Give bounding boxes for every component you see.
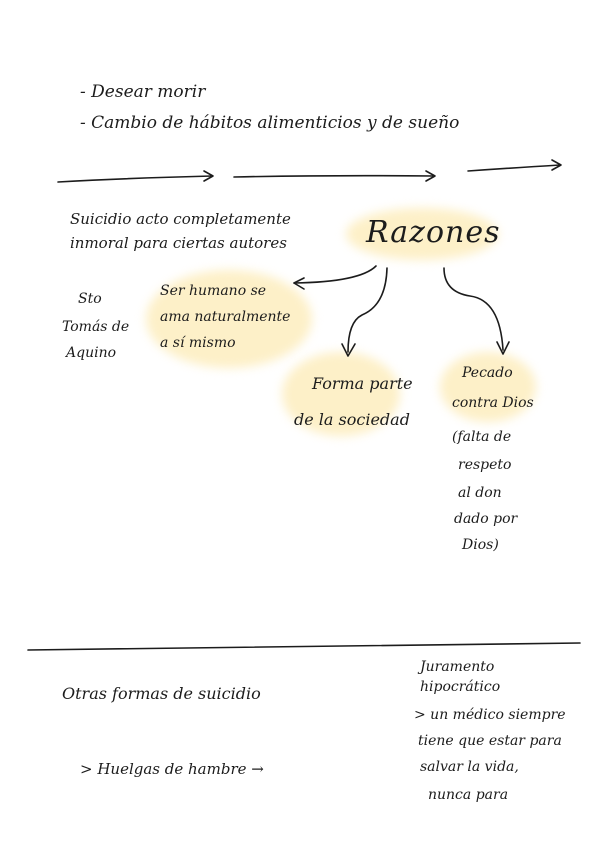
highlight-reason-1 [146, 270, 312, 368]
arrow-to-reason-1 [293, 265, 377, 284]
reason-1-line-2: ama naturalmente [160, 309, 291, 325]
juramento-line-4: nunca para [428, 787, 509, 803]
arrow-to-reason-2 [347, 267, 388, 353]
reason-3-detail-5: Dios) [462, 537, 499, 553]
juramento-title-1: Juramento [420, 659, 495, 675]
arrow-to-reason-3 [443, 267, 504, 351]
note-line-1: Suicidio acto completamente [70, 210, 291, 228]
arrow-2 [233, 174, 435, 178]
reason-1-line-1: Ser humano se [160, 283, 267, 299]
arrow-to-reason-2-head [341, 343, 356, 357]
reason-3-detail-2: respeto [458, 457, 512, 473]
juramento-line-3: salvar la vida, [420, 759, 519, 775]
reason-3-detail-4: dado por [454, 511, 518, 527]
author-line-3: Aquino [66, 345, 117, 361]
author-line-1: Sto [78, 291, 102, 307]
juramento-line-2: tiene que estar para [418, 733, 562, 749]
separator-line [27, 642, 581, 651]
list-item-desear-morir: - Desear morir [80, 82, 206, 102]
list-item-cambio-habitos: - Cambio de hábitos alimenticios y de su… [80, 113, 460, 133]
reason-3-line-2: contra Dios [452, 395, 534, 411]
arrow-to-reason-1-head [293, 277, 305, 290]
reason-3-detail-3: al don [458, 485, 502, 501]
reason-2-line-1: Forma parte [312, 374, 413, 393]
highlight-reason-3 [440, 352, 536, 422]
arrow-to-reason-3-head [496, 341, 510, 355]
reason-3-detail-1: (falta de [452, 429, 512, 445]
arrow-3 [467, 164, 561, 172]
reason-1-line-3: a sí mismo [160, 335, 236, 351]
arrow-3-head [551, 159, 562, 171]
razones-title: Razones [366, 215, 501, 250]
arrow-1 [57, 175, 213, 183]
arrow-2-head [425, 170, 436, 182]
author-line-2: Tomás de [62, 319, 130, 335]
highlight-reason-2 [282, 352, 400, 436]
highlight-razones [346, 208, 498, 260]
reason-2-line-2: de la sociedad [294, 410, 410, 429]
juramento-line-1: > un médico siempre [414, 707, 566, 723]
reason-3-line-1: Pecado [462, 365, 513, 381]
bottom-heading: Otras formas de suicidio [62, 684, 261, 703]
arrow-1-head [203, 170, 214, 182]
note-line-2: inmoral para ciertas autores [70, 234, 287, 252]
juramento-title-2: hipocrático [420, 679, 501, 695]
bottom-item-huelgas: > Huelgas de hambre → [80, 760, 264, 778]
